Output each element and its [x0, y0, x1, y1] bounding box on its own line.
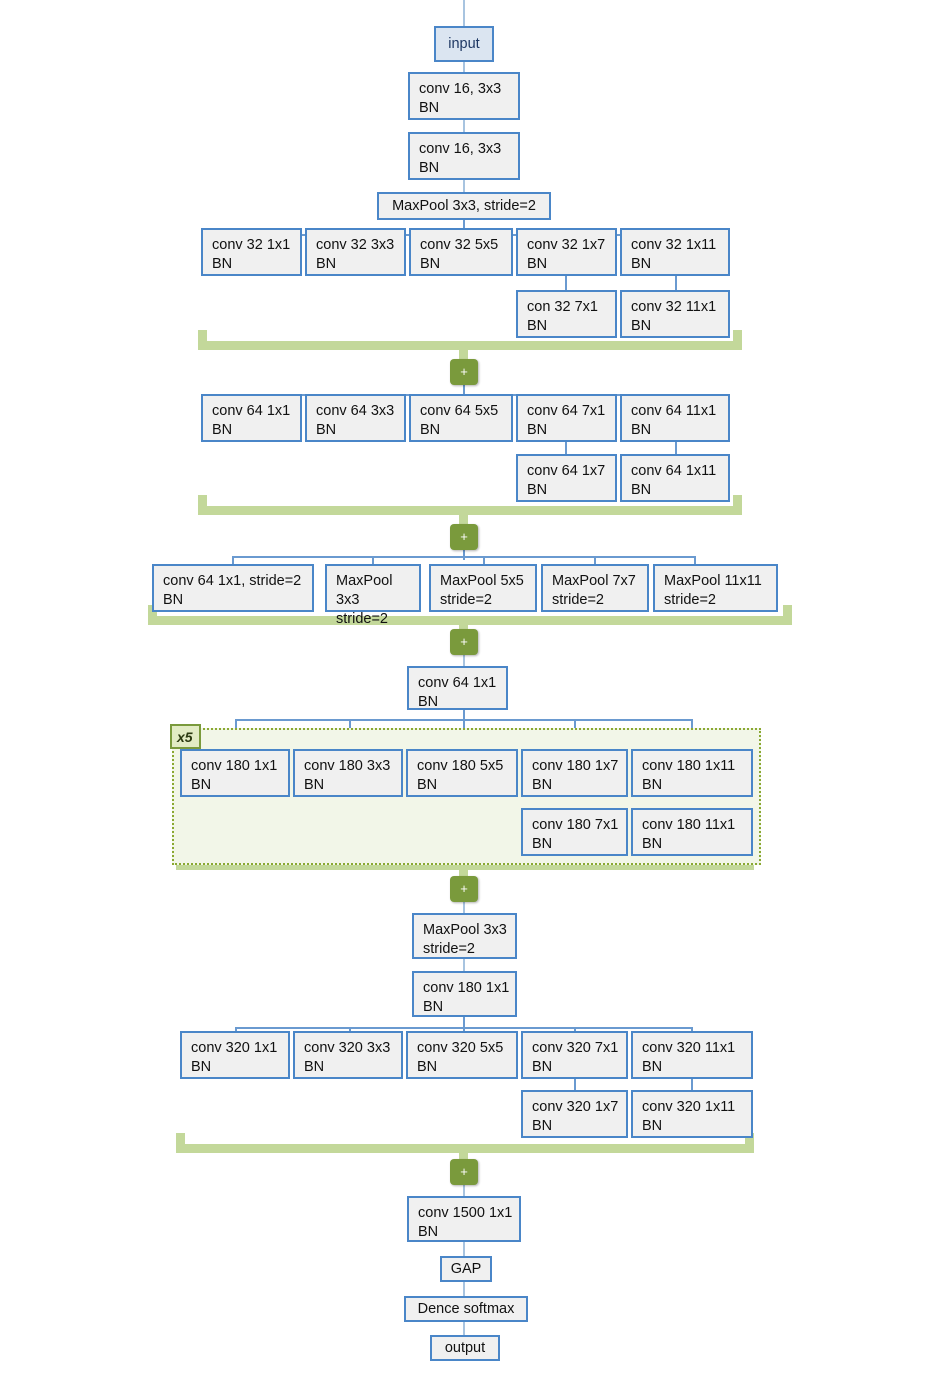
- plus-junction-3[interactable]: +: [450, 629, 478, 655]
- connector-conv2-maxpool: [463, 180, 465, 192]
- connector-top: [463, 0, 465, 26]
- merge-bar-downsample: [148, 605, 792, 636]
- node-block64-3[interactable]: conv 64 5x5 BN: [409, 394, 513, 442]
- connector-block320-4-down: [574, 1079, 576, 1090]
- connector-dense-output: [463, 1322, 465, 1335]
- repeat-badge-x5: x5: [170, 724, 201, 749]
- merge-stub-left: [198, 495, 207, 506]
- connector-input-conv1: [463, 62, 465, 72]
- merge-stub-left: [176, 1133, 185, 1144]
- node-block320-2[interactable]: conv 320 3x3 BN: [293, 1031, 403, 1079]
- node-block180-4[interactable]: conv 180 1x7 BN: [521, 749, 628, 797]
- connector-bottleneck180-fanout: [463, 1017, 465, 1029]
- node-bottleneck-64[interactable]: conv 64 1x1 BN: [407, 666, 508, 710]
- node-head-conv[interactable]: conv 1500 1x1 BN: [407, 1196, 521, 1242]
- node-downsample-3[interactable]: MaxPool 5x5 stride=2: [429, 564, 537, 612]
- plus-junction-4[interactable]: +: [450, 876, 478, 902]
- node-block320-1[interactable]: conv 320 1x1 BN: [180, 1031, 290, 1079]
- plus-junction-5[interactable]: +: [450, 1159, 478, 1185]
- node-block32-1[interactable]: conv 32 1x1 BN: [201, 228, 302, 276]
- node-output[interactable]: output: [430, 1335, 500, 1361]
- connector-maxpool-fanout: [463, 220, 465, 234]
- connector-block32-4-down: [565, 276, 567, 290]
- merge-stub-left: [198, 330, 207, 341]
- node-block64-4[interactable]: conv 64 7x1 BN: [516, 394, 617, 442]
- connector-maxpool-bottleneck180: [463, 959, 465, 971]
- node-block180-5[interactable]: conv 180 1x11 BN: [631, 749, 753, 797]
- node-block64-row2-2[interactable]: conv 64 1x11 BN: [620, 454, 730, 502]
- fanout-bar-downsample: [232, 556, 695, 558]
- node-block32-3[interactable]: conv 32 5x5 BN: [409, 228, 513, 276]
- connector-block320-5-down: [691, 1079, 693, 1090]
- node-maxpool-tail[interactable]: MaxPool 3x3 stride=2: [412, 913, 517, 959]
- merge-stub-down: [459, 350, 468, 361]
- node-downsample-2[interactable]: MaxPool 3x3 stride=2: [325, 564, 421, 627]
- node-block32-4[interactable]: conv 32 1x7 BN: [516, 228, 617, 276]
- node-block64-1[interactable]: conv 64 1x1 BN: [201, 394, 302, 442]
- node-block320-4[interactable]: conv 320 7x1 BN: [521, 1031, 628, 1079]
- merge-stub-down: [459, 870, 468, 881]
- node-block64-2[interactable]: conv 64 3x3 BN: [305, 394, 406, 442]
- fanout-drop-ds-1: [232, 556, 234, 566]
- connector-plus3-bottleneck: [463, 655, 465, 666]
- merge-bar-block320: [176, 1133, 754, 1164]
- connector-block64-4-down: [565, 442, 567, 454]
- fanout-drop-ds-3: [483, 556, 485, 566]
- node-block180-row2-2[interactable]: conv 180 11x1 BN: [631, 808, 753, 856]
- fanout-drop-ds-4: [594, 556, 596, 566]
- merge-stub-right: [733, 495, 742, 506]
- node-downsample-5[interactable]: MaxPool 11x11 stride=2: [653, 564, 778, 612]
- node-block64-5[interactable]: conv 64 11x1 BN: [620, 394, 730, 442]
- connector-block32-5-down: [675, 276, 677, 290]
- node-downsample-4[interactable]: MaxPool 7x7 stride=2: [541, 564, 649, 612]
- node-block180-1[interactable]: conv 180 1x1 BN: [180, 749, 290, 797]
- node-block180-3[interactable]: conv 180 5x5 BN: [406, 749, 518, 797]
- connector-gap-dense: [463, 1282, 465, 1296]
- fanout-drop-ds-5: [694, 556, 696, 566]
- merge-stub-right: [733, 330, 742, 341]
- node-block320-row2-1[interactable]: conv 320 1x7 BN: [521, 1090, 628, 1138]
- merge-stub-right: [783, 605, 792, 616]
- plus-junction-1[interactable]: +: [450, 359, 478, 385]
- connector-plus2-fanout: [463, 550, 465, 560]
- node-block32-row2-1[interactable]: con 32 7x1 BN: [516, 290, 617, 338]
- node-gap[interactable]: GAP: [440, 1256, 492, 1282]
- node-block180-2[interactable]: conv 180 3x3 BN: [293, 749, 403, 797]
- node-stem-conv-2[interactable]: conv 16, 3x3 BN: [408, 132, 520, 180]
- node-input[interactable]: input: [434, 26, 494, 62]
- merge-stub-down: [459, 1153, 468, 1164]
- node-dense-softmax[interactable]: Dence softmax: [404, 1296, 528, 1322]
- node-stem-maxpool[interactable]: MaxPool 3x3, stride=2: [377, 192, 551, 220]
- merge-bar-block64: [198, 495, 742, 526]
- connector-plus4-maxpool: [463, 902, 465, 913]
- node-block32-row2-2[interactable]: conv 32 11x1 BN: [620, 290, 730, 338]
- fanout-drop-ds-2: [372, 556, 374, 566]
- node-block320-5[interactable]: conv 320 11x1 BN: [631, 1031, 753, 1079]
- node-block320-row2-2[interactable]: conv 320 1x11 BN: [631, 1090, 753, 1138]
- node-bottleneck-180[interactable]: conv 180 1x1 BN: [412, 971, 517, 1017]
- node-block320-3[interactable]: conv 320 5x5 BN: [406, 1031, 518, 1079]
- node-downsample-1[interactable]: conv 64 1x1, stride=2 BN: [152, 564, 314, 612]
- node-stem-conv-1[interactable]: conv 16, 3x3 BN: [408, 72, 520, 120]
- node-block64-row2-1[interactable]: conv 64 1x7 BN: [516, 454, 617, 502]
- node-block32-2[interactable]: conv 32 3x3 BN: [305, 228, 406, 276]
- connector-plus1-fanout: [463, 385, 465, 399]
- connector-bottleneck-fanout: [463, 710, 465, 721]
- merge-stub-right: [745, 1133, 754, 1144]
- plus-junction-2[interactable]: +: [450, 524, 478, 550]
- node-block180-row2-1[interactable]: conv 180 7x1 BN: [521, 808, 628, 856]
- connector-plus5-head: [463, 1185, 465, 1196]
- merge-stub-down: [459, 515, 468, 526]
- node-block32-5[interactable]: conv 32 1x11 BN: [620, 228, 730, 276]
- connector-head-gap: [463, 1242, 465, 1256]
- connector-conv1-conv2: [463, 120, 465, 132]
- connector-block64-5-down: [675, 442, 677, 454]
- merge-bar-block32: [198, 330, 742, 361]
